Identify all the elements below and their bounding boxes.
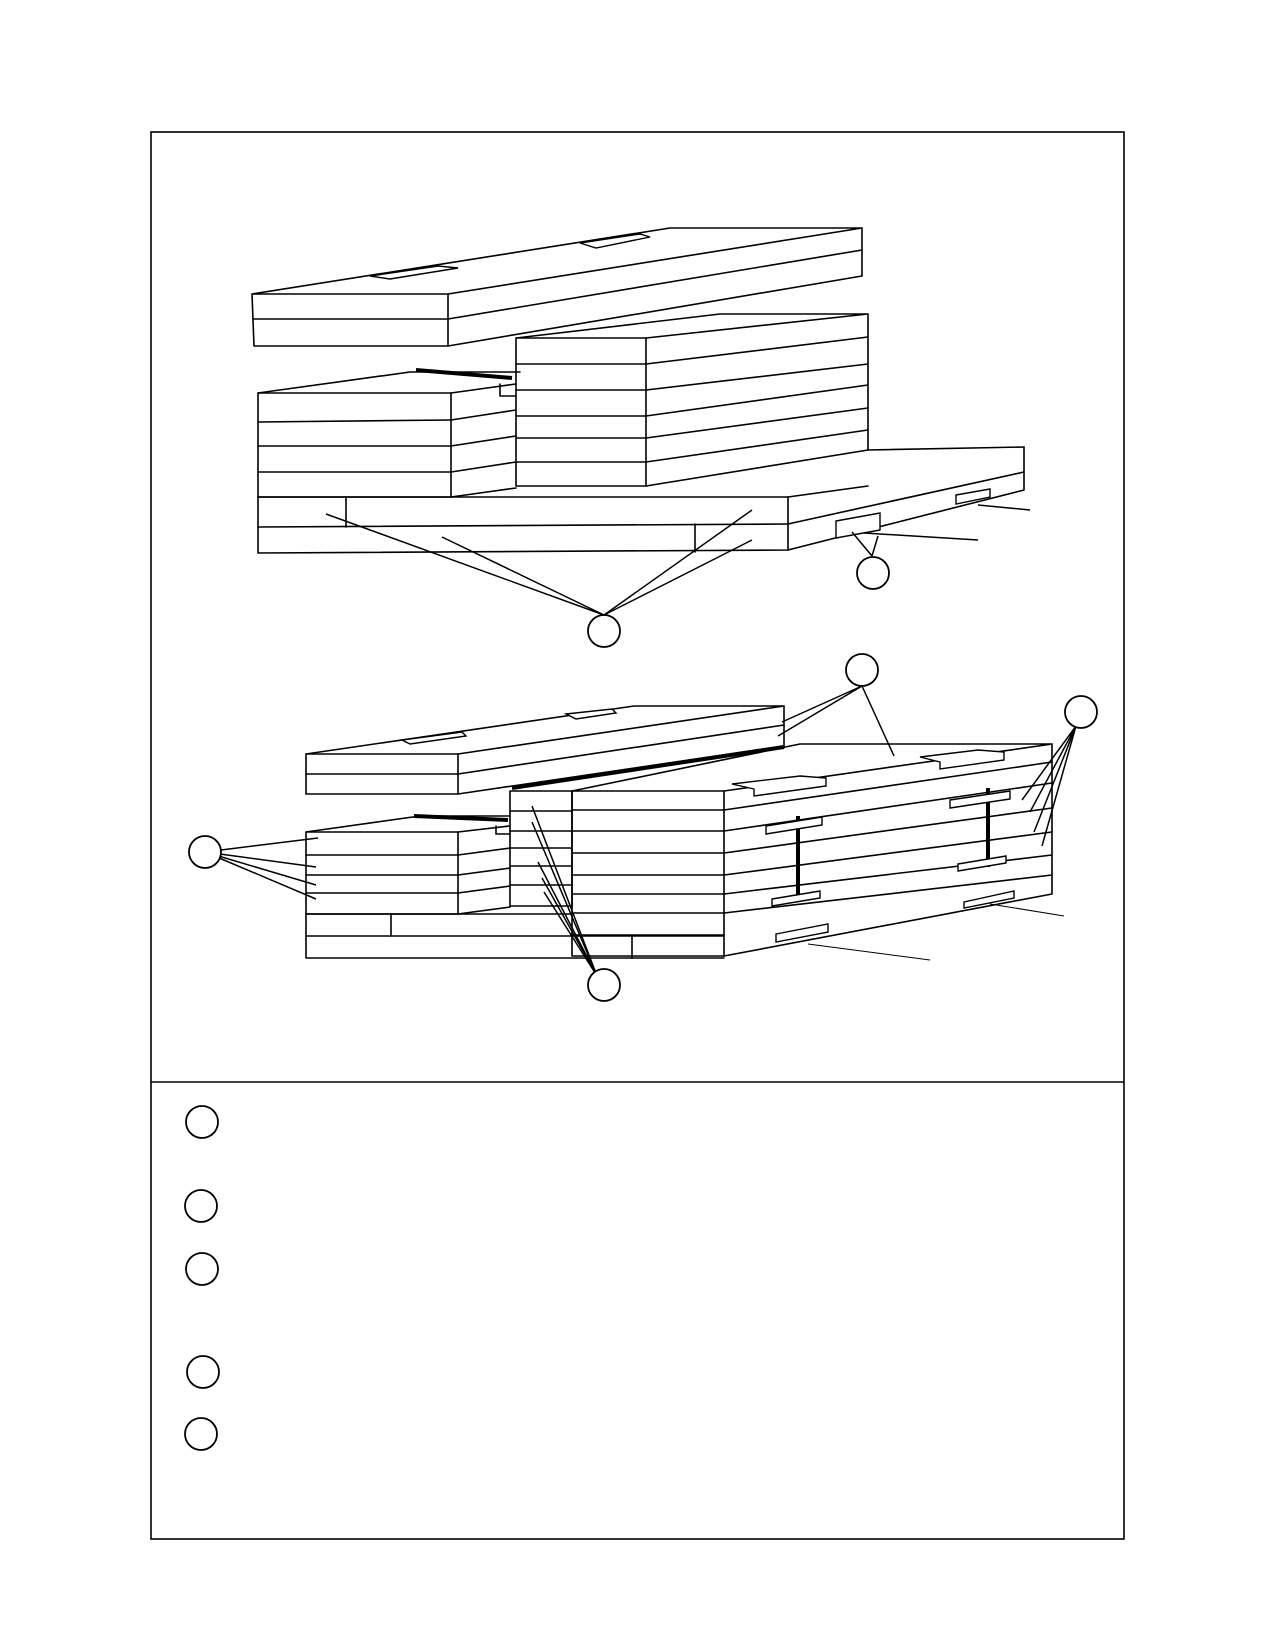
upper-right-stack: [515, 313, 869, 487]
lower-left-stack: [305, 814, 511, 915]
lower-callout-right: [1064, 695, 1098, 729]
legend-marker: [184, 1417, 218, 1451]
diagram-frame: [150, 131, 1125, 1540]
legend-item: [184, 1417, 218, 1451]
legend-marker: [185, 1252, 219, 1286]
lower-callout-leaders: [204, 685, 1077, 977]
lower-callout-left: [188, 835, 222, 869]
legend-marker: [185, 1105, 219, 1139]
upper-exploded-view: [251, 227, 1031, 648]
lower-right-case: [571, 743, 1053, 957]
lower-base-pallet: [305, 890, 1015, 959]
lower-callout-top: [845, 653, 879, 687]
lower-middle-stack: [509, 790, 573, 907]
legend-marker: [186, 1355, 220, 1389]
lower-top-lid: [305, 705, 785, 795]
legend-list: [184, 1105, 220, 1451]
legend-item: [185, 1252, 219, 1286]
upper-top-lid: [251, 227, 863, 347]
legend-item: [184, 1189, 218, 1223]
legend-marker: [184, 1189, 218, 1223]
legend-item: [186, 1355, 220, 1389]
upper-base-pallet: [257, 446, 1025, 554]
upper-left-stack: [257, 368, 521, 498]
upper-callout-bottom: [587, 614, 621, 648]
upper-callout-right: [856, 556, 890, 590]
legend-item: [185, 1105, 219, 1139]
upper-callout-leaders: [325, 504, 1031, 616]
lower-assembled-view: [188, 653, 1098, 1002]
lower-callout-bottom: [587, 968, 621, 1002]
